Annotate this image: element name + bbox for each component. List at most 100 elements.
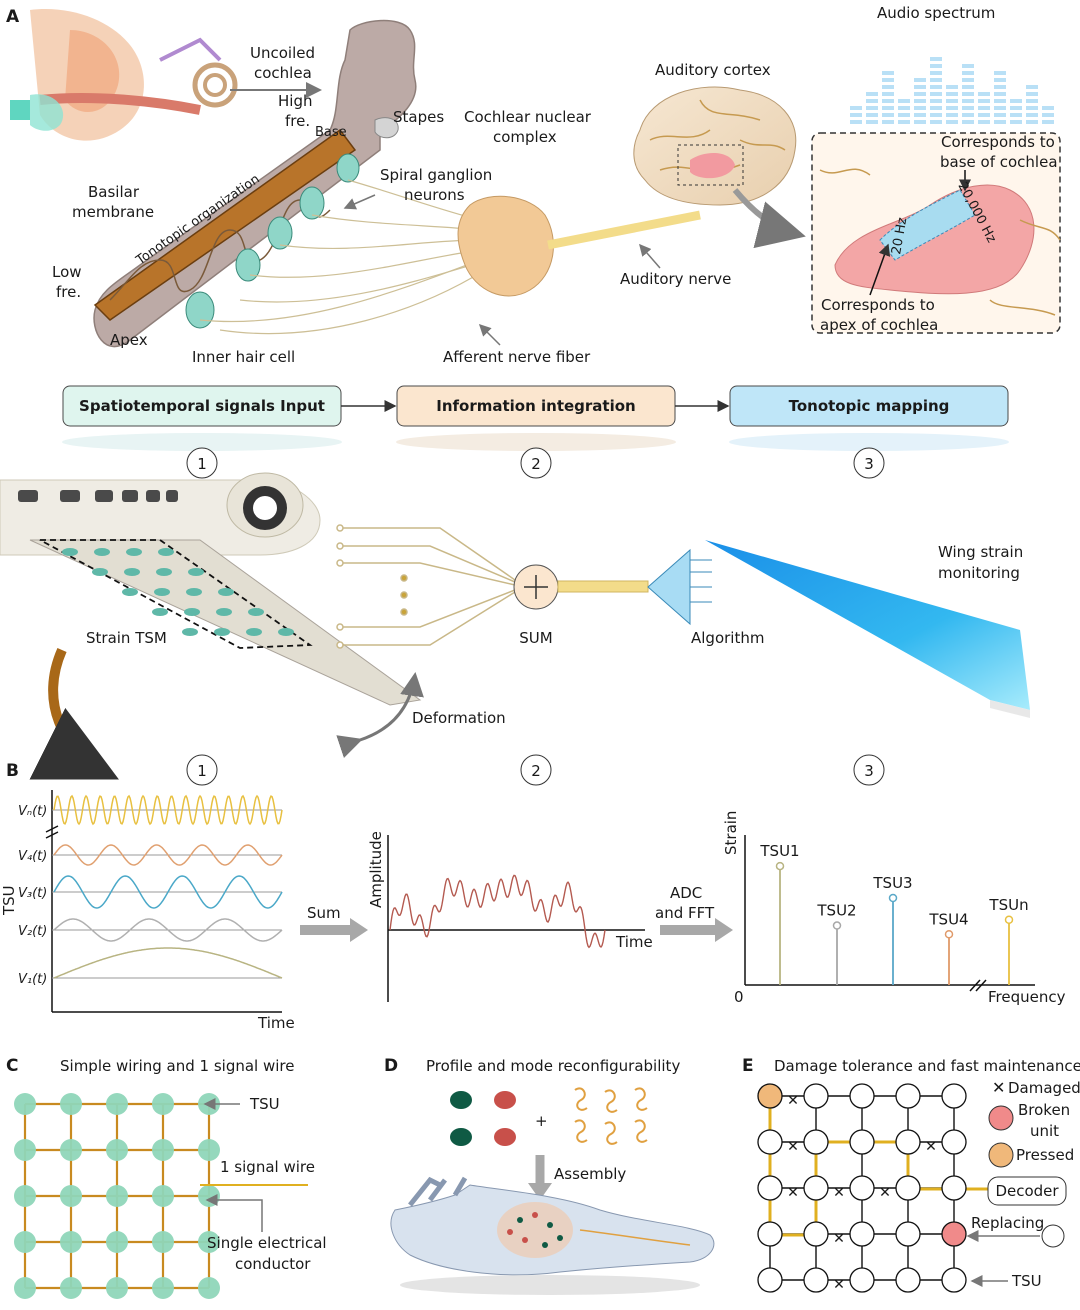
spectrum-bar bbox=[898, 113, 910, 117]
signal-label-4: V₄(t) bbox=[18, 849, 47, 864]
spectrum-bar bbox=[882, 92, 894, 96]
spectrum-bar bbox=[930, 57, 942, 61]
spectrum-bar bbox=[978, 99, 990, 103]
spectrum-bar bbox=[1010, 120, 1022, 124]
label-replacing: Replacing bbox=[971, 1214, 1044, 1232]
spectrum-bar bbox=[962, 120, 974, 124]
tsu-node bbox=[895, 1175, 921, 1201]
spectrum-bar bbox=[946, 85, 958, 89]
signal-wave bbox=[53, 918, 283, 942]
label-inner-hair: Inner hair cell bbox=[192, 348, 295, 366]
label-wing-2: monitoring bbox=[938, 564, 1020, 582]
spectrum-bar bbox=[866, 113, 878, 117]
tsu-node bbox=[803, 1129, 829, 1155]
spectrum-bar bbox=[962, 64, 974, 68]
label-low-1: Low bbox=[52, 263, 82, 281]
panel-c-title: Simple wiring and 1 signal wire bbox=[60, 1057, 295, 1075]
label-frequency: Frequency bbox=[988, 988, 1066, 1006]
spectrum-bar bbox=[994, 92, 1006, 96]
spectrum-bar bbox=[930, 71, 942, 75]
wing-sensor-dot bbox=[216, 608, 232, 616]
spectrum-bar bbox=[946, 99, 958, 103]
tsu-unit bbox=[152, 1231, 174, 1253]
spectrum-bar bbox=[962, 106, 974, 110]
tsu-unit bbox=[60, 1277, 82, 1299]
label-cochlear-1: Cochlear nuclear bbox=[464, 108, 592, 126]
wing-sensor-dot bbox=[248, 608, 264, 616]
wing-strain-surface bbox=[705, 540, 1030, 710]
spectrum-bar bbox=[946, 106, 958, 110]
amplitude-plot bbox=[387, 835, 645, 1002]
damaged-x-icon: ✕ bbox=[833, 1277, 845, 1293]
spectrum-bar bbox=[898, 106, 910, 110]
spectrum-bar bbox=[882, 113, 894, 117]
label-zero: 0 bbox=[734, 988, 744, 1006]
tsu-node bbox=[757, 1175, 783, 1201]
tsu-unit bbox=[152, 1185, 174, 1207]
signal-wires bbox=[336, 524, 516, 649]
wing-sensor-dot bbox=[182, 628, 198, 636]
wing-sensor-dot bbox=[184, 608, 200, 616]
label-e-tsu: TSU bbox=[1011, 1272, 1042, 1290]
label-sum-arrow: Sum bbox=[307, 904, 341, 922]
label-audio-spectrum: Audio spectrum bbox=[877, 4, 995, 22]
panel-e-title: Damage tolerance and fast maintenance bbox=[774, 1057, 1080, 1075]
summed-waveform bbox=[389, 874, 606, 949]
label-high-1: High bbox=[278, 92, 312, 110]
tsu-node bbox=[803, 1221, 829, 1247]
tsu-unit bbox=[106, 1277, 128, 1299]
label-auditory-cortex: Auditory cortex bbox=[655, 61, 771, 79]
label-strain-tsm: Strain TSM bbox=[86, 629, 167, 647]
cortex-zoom-box bbox=[811, 132, 1061, 334]
tsu-unit bbox=[14, 1139, 36, 1161]
spectrum-bar bbox=[850, 106, 862, 110]
damaged-x-icon: ✕ bbox=[787, 1139, 799, 1155]
panel-label-b: B bbox=[6, 761, 19, 781]
spectrum-bar bbox=[882, 120, 894, 124]
sum-to-algorithm-bar bbox=[557, 580, 649, 593]
spectrum-bar bbox=[1026, 120, 1038, 124]
tsu-node bbox=[895, 1129, 921, 1155]
tsu-node bbox=[803, 1175, 829, 1201]
tsu-unit bbox=[14, 1277, 36, 1299]
spectrum-bar bbox=[850, 120, 862, 124]
flow-number-3: 3 bbox=[864, 455, 874, 473]
label-adc-2: and FFT bbox=[655, 904, 715, 922]
spectrum-bar bbox=[850, 113, 862, 117]
wing-sensor-dot bbox=[156, 568, 172, 576]
spectrum-bar bbox=[994, 78, 1006, 82]
spectrum-bar bbox=[994, 120, 1006, 124]
label-uncoiled-1: Uncoiled bbox=[250, 44, 315, 62]
spectrum-bar bbox=[1026, 85, 1038, 89]
spectrum-bar bbox=[962, 92, 974, 96]
label-amplitude: Amplitude bbox=[367, 831, 385, 908]
label-sum: SUM bbox=[519, 629, 552, 647]
tsu-unit bbox=[60, 1185, 82, 1207]
label-corr-base-1: Corresponds to bbox=[941, 133, 1055, 151]
spectrum-bar bbox=[1042, 106, 1054, 110]
tsu-unit bbox=[152, 1277, 174, 1299]
label-stapes: Stapes bbox=[393, 108, 444, 126]
stem-head-tsun bbox=[1004, 915, 1014, 924]
tsu-unit bbox=[14, 1185, 36, 1207]
tsu-node bbox=[849, 1175, 875, 1201]
wing-sensor-dot bbox=[124, 568, 140, 576]
spectrum-bar bbox=[914, 78, 926, 82]
label-basilar-2: membrane bbox=[72, 203, 154, 221]
aircraft-illustration bbox=[0, 472, 424, 759]
label-algorithm: Algorithm bbox=[691, 629, 764, 647]
spectrum-bar bbox=[930, 120, 942, 124]
spectrum-bar bbox=[1042, 113, 1054, 117]
robot-hand bbox=[390, 1176, 715, 1295]
tsu-unit bbox=[198, 1231, 220, 1253]
label-conductor-2: conductor bbox=[235, 1255, 311, 1273]
tsu-node bbox=[941, 1267, 967, 1293]
spectrum-bar bbox=[866, 99, 878, 103]
flow-number-2: 2 bbox=[531, 455, 541, 473]
brain-illustration bbox=[633, 86, 806, 249]
label-conductor-1: Single electrical bbox=[207, 1234, 327, 1252]
spectrum-bar bbox=[866, 106, 878, 110]
wing-strain-edge bbox=[990, 700, 1030, 718]
wing-sensor-dot bbox=[158, 548, 174, 556]
spectrum-bar bbox=[978, 120, 990, 124]
